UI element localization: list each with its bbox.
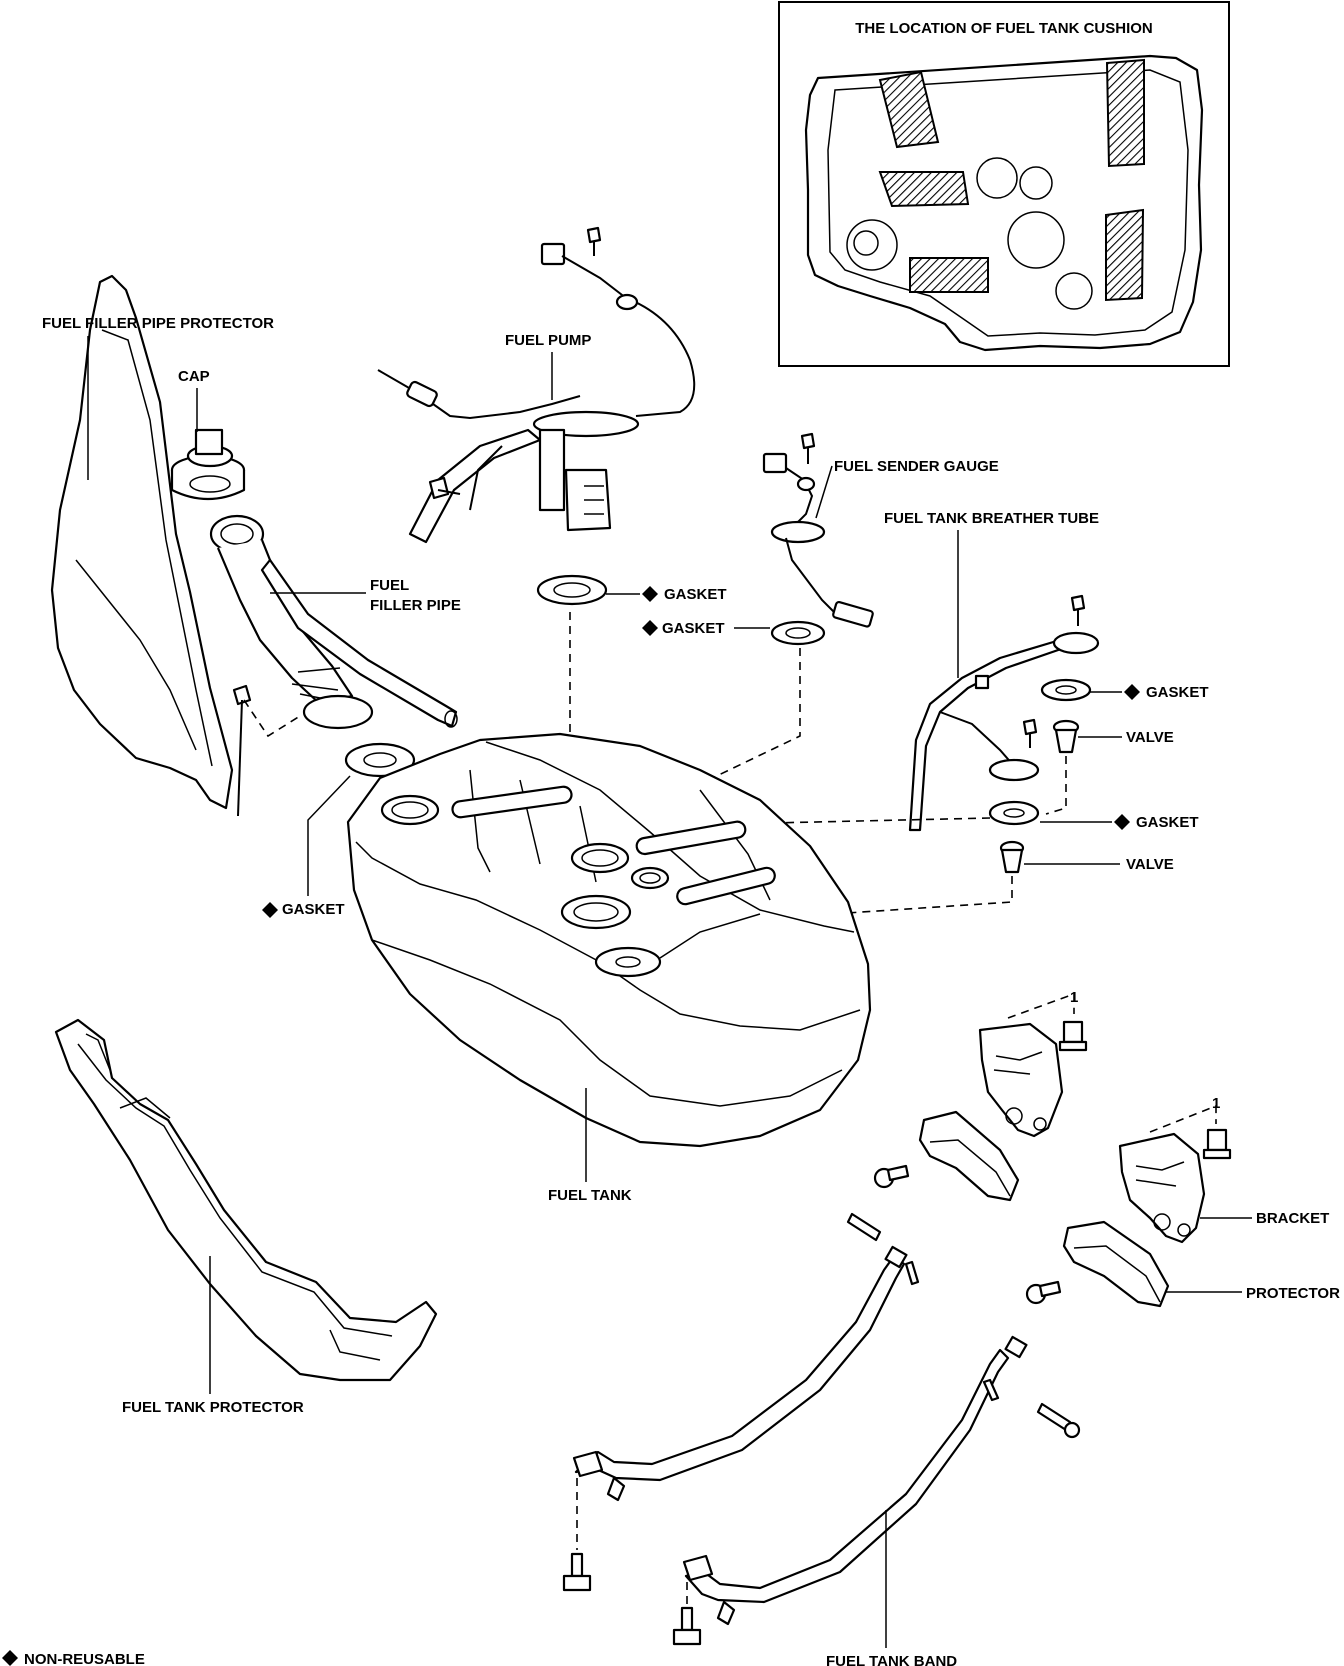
fuel-tank-band-lower xyxy=(682,1335,1028,1626)
label-gasket-filler: GASKET xyxy=(282,901,345,918)
fuel-filler-pipe-protector xyxy=(50,274,234,810)
inset-opening xyxy=(1055,272,1093,310)
bracket-bolt-lower xyxy=(1202,1128,1232,1160)
bracket-bolt-upper xyxy=(1058,1020,1088,1052)
breather-gasket-lower xyxy=(988,800,1040,826)
fuel-tank-band-upper xyxy=(572,1245,908,1502)
band-bolt xyxy=(982,1378,1081,1439)
label-cap: CAP xyxy=(178,368,210,385)
label-protector: PROTECTOR xyxy=(1246,1285,1340,1302)
sender-gasket xyxy=(770,620,826,646)
cushion-location-inset: THE LOCATION OF FUEL TANK CUSHION xyxy=(778,1,1230,367)
cushion-protector-upper xyxy=(918,1110,1020,1202)
fuel-tank-breather-tube xyxy=(908,594,1100,832)
inset-title: THE LOCATION OF FUEL TANK CUSHION xyxy=(855,20,1153,37)
protector-clip xyxy=(1025,1280,1062,1305)
breather-valve-upper xyxy=(1052,719,1080,754)
cushion-protector-lower xyxy=(1062,1220,1170,1308)
bracket-lower xyxy=(1118,1132,1206,1244)
inset-tank-inner xyxy=(827,69,1189,337)
label-fuel-filler-pipe-2: FILLER PIPE xyxy=(370,597,461,614)
protector-clip xyxy=(873,1164,910,1189)
label-fuel-tank-band: FUEL TANK BAND xyxy=(826,1653,957,1666)
label-gasket-right-upper: GASKET xyxy=(1146,684,1209,701)
inset-opening xyxy=(976,157,1018,199)
label-fuel-pump: FUEL PUMP xyxy=(505,332,591,349)
filler-pipe-bolt xyxy=(232,684,252,817)
label-gasket-sender: GASKET xyxy=(662,620,725,637)
inset-opening xyxy=(1019,166,1053,200)
breather-valve-lower xyxy=(999,840,1025,874)
label-bracket: BRACKET xyxy=(1256,1210,1329,1227)
label-fuel-tank: FUEL TANK xyxy=(548,1187,632,1204)
fuel-sender-gauge xyxy=(762,432,874,628)
label-fuel-tank-protector: FUEL TANK PROTECTOR xyxy=(122,1399,304,1416)
cushion-pad xyxy=(878,70,940,149)
label-bracket-ref-1: 1 xyxy=(1070,989,1078,1006)
label-fuel-filler-pipe-1: FUEL xyxy=(370,577,409,594)
filler-gasket xyxy=(344,742,416,778)
label-fuel-filler-pipe-protector: FUEL FILLER PIPE PROTECTOR xyxy=(42,315,274,332)
non-reusable-icon xyxy=(1124,684,1140,700)
label-valve-lower: VALVE xyxy=(1126,856,1174,873)
inset-opening xyxy=(853,230,879,256)
cushion-pad xyxy=(909,257,989,293)
inset-opening xyxy=(1007,211,1065,269)
cushion-pad xyxy=(1105,208,1145,302)
band-bolt xyxy=(846,1212,920,1286)
band-bolt-bottom-left xyxy=(562,1552,592,1592)
fuel-pump xyxy=(377,226,696,544)
breather-gasket-upper xyxy=(1040,678,1092,702)
label-gasket-right-lower: GASKET xyxy=(1136,814,1199,831)
non-reusable-icon xyxy=(262,902,278,918)
label-gasket-pump: GASKET xyxy=(664,586,727,603)
fuel-filler-pipe xyxy=(209,514,458,730)
cushion-pad xyxy=(878,171,970,208)
pump-gasket xyxy=(536,574,608,606)
cushion-pad xyxy=(1105,58,1145,168)
fuel-cap xyxy=(170,428,246,500)
fuel-tank-protector xyxy=(54,1018,438,1382)
legend-non-reusable: NON-REUSABLE xyxy=(24,1651,145,1666)
label-valve-upper: VALVE xyxy=(1126,729,1174,746)
fuel-tank xyxy=(346,732,872,1148)
inset-opening xyxy=(846,219,898,271)
non-reusable-icon xyxy=(1114,814,1130,830)
non-reusable-icon xyxy=(642,586,658,602)
label-bracket-ref-2: 1 xyxy=(1212,1095,1220,1112)
label-fuel-tank-breather-tube: FUEL TANK BREATHER TUBE xyxy=(884,510,1099,527)
non-reusable-icon xyxy=(2,1650,18,1666)
band-bolt-bottom-right xyxy=(672,1606,702,1646)
legend: NON-REUSABLE xyxy=(2,1650,145,1666)
non-reusable-icon xyxy=(642,620,658,636)
bracket-upper xyxy=(978,1022,1064,1138)
label-fuel-sender-gauge: FUEL SENDER GAUGE xyxy=(834,458,999,475)
